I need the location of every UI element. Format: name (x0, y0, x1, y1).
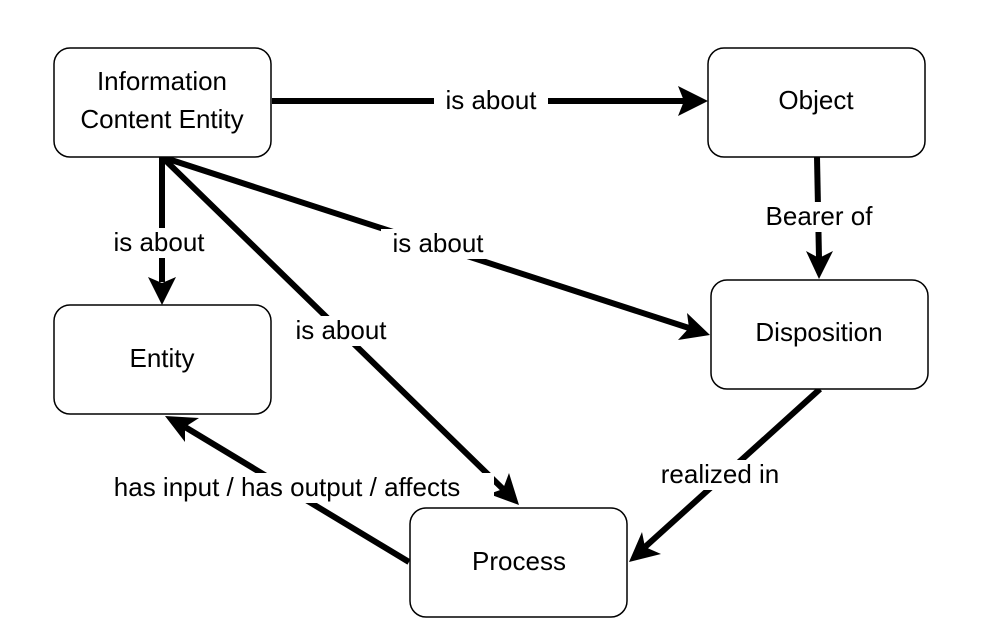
edge-label-ice-object-text: is about (445, 85, 537, 115)
node-entity-label: Entity (129, 343, 194, 373)
edge-label-ice-process-text: is about (295, 315, 387, 345)
edge-label-process-entity: has input / has output / affects (80, 472, 494, 503)
node-ice-label-line1: Information (97, 66, 227, 96)
edge-label-ice-entity: is about (102, 227, 216, 258)
node-information-content-entity: Information Content Entity (53, 47, 272, 158)
edge-ice-entity (148, 157, 176, 305)
edge-label-object-disposition: Bearer of (752, 201, 886, 232)
node-ice-label-line2: Content Entity (80, 104, 243, 134)
node-entity: Entity (53, 304, 272, 415)
edge-label-ice-entity-text: is about (113, 227, 205, 257)
edge-label-disposition-process-text: realized in (661, 459, 780, 489)
edge-label-ice-object: is about (434, 85, 548, 116)
edge-label-process-entity-text: has input / has output / affects (114, 472, 460, 502)
node-disposition-label: Disposition (755, 317, 882, 347)
edge-label-disposition-process: realized in (647, 459, 793, 490)
node-object-label: Object (778, 85, 854, 115)
node-disposition: Disposition (710, 279, 929, 390)
node-process-label: Process (472, 546, 566, 576)
node-object: Object (707, 47, 926, 158)
node-process: Process (409, 507, 628, 618)
edge-label-object-disposition-text: Bearer of (766, 201, 874, 231)
edge-label-ice-process: is about (284, 315, 398, 346)
edge-label-ice-disposition-text: is about (392, 228, 484, 258)
edge-label-ice-disposition: is about (381, 228, 495, 259)
